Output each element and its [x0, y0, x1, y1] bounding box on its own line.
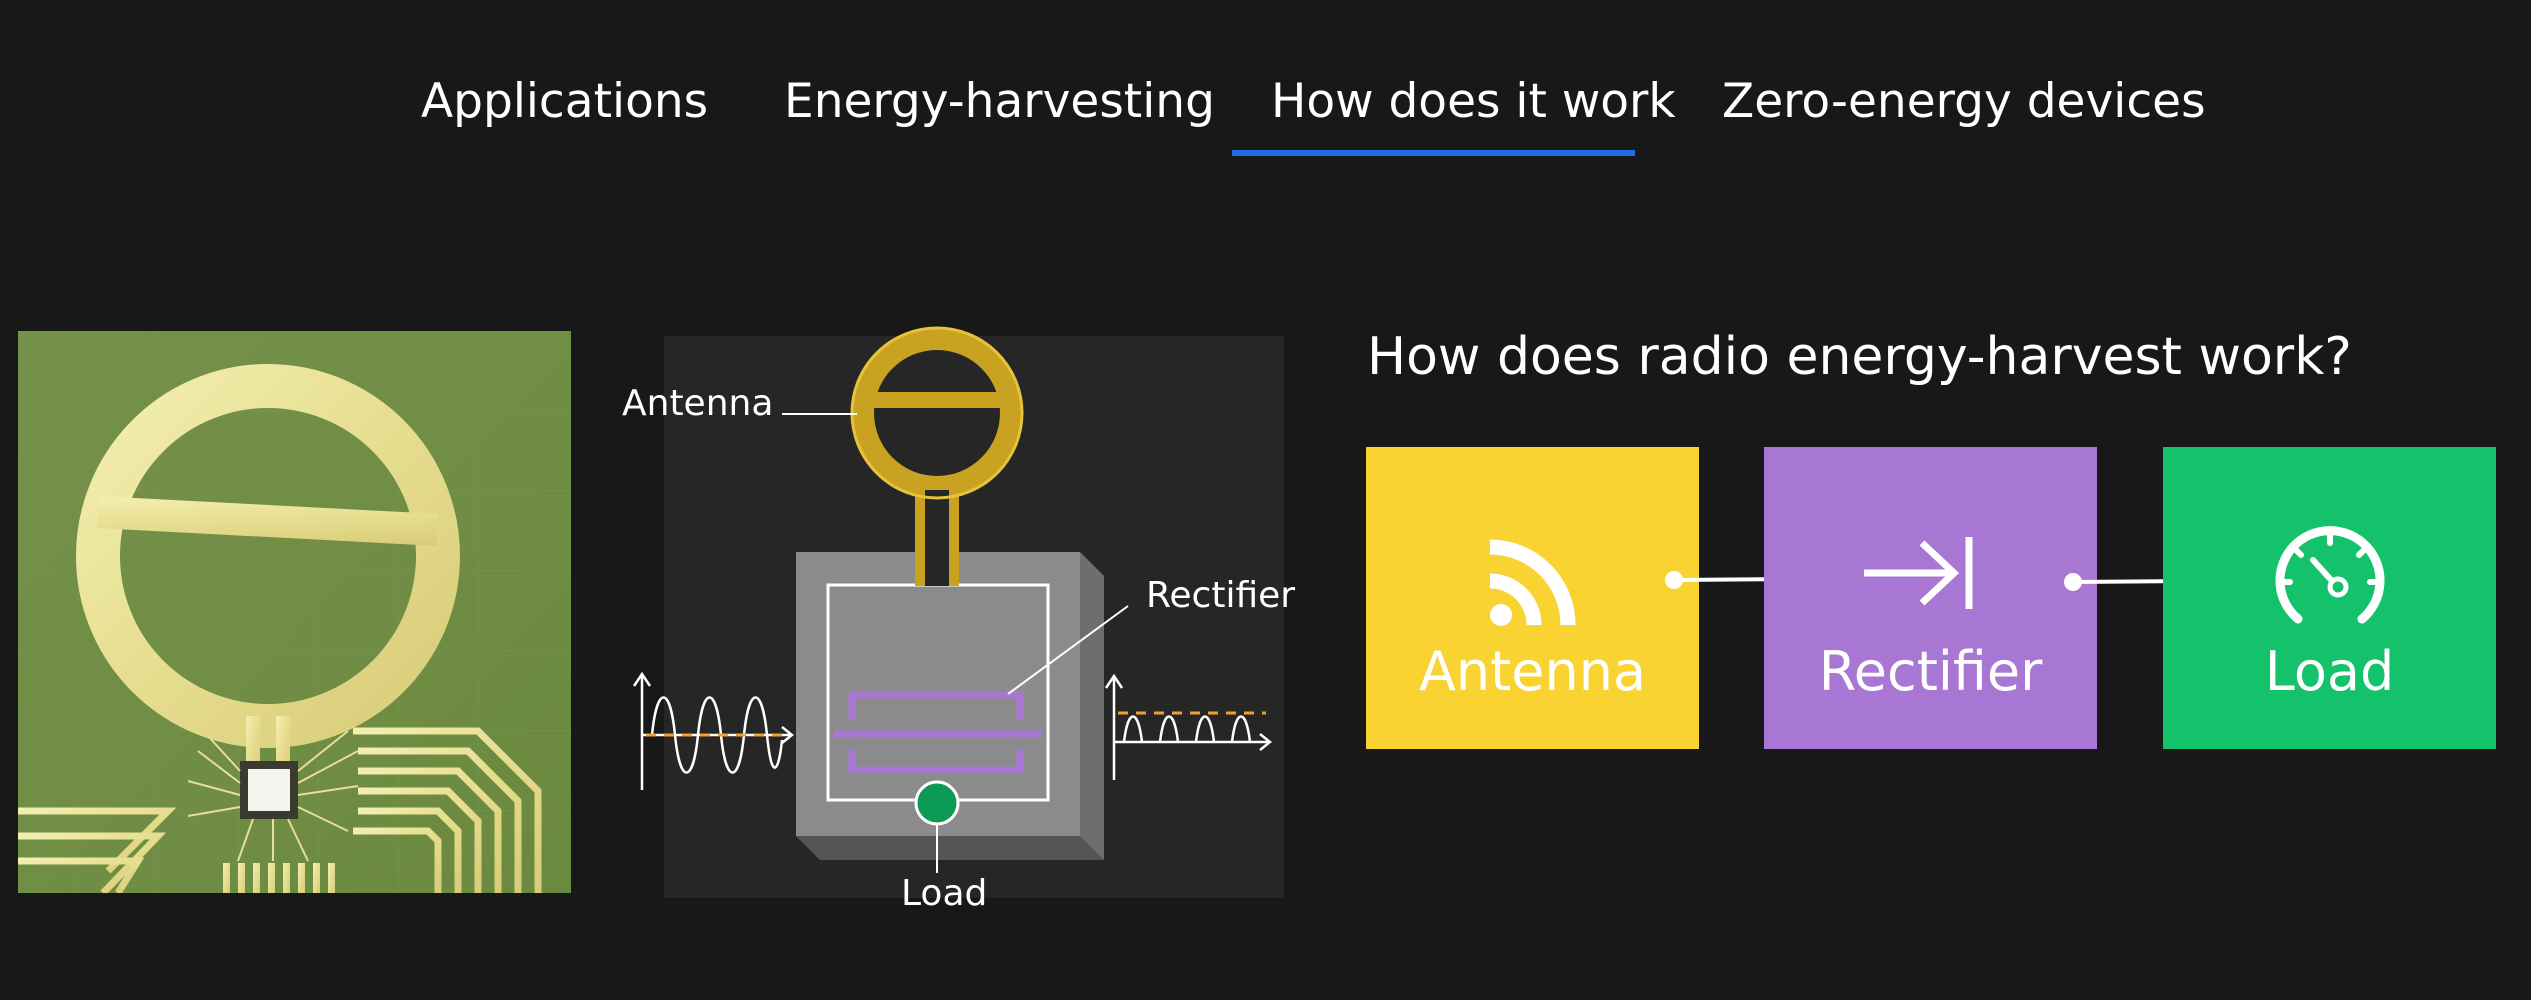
- rectifier-label: Rectifier: [1146, 575, 1296, 616]
- tab-applications[interactable]: Applications: [421, 74, 709, 129]
- antenna-block: Antenna: [1366, 447, 1699, 749]
- harvester-schematic: Antenna Rectifier Load: [612, 310, 1312, 914]
- antenna-label: Antenna: [622, 383, 774, 424]
- active-tab-indicator: [1232, 150, 1635, 156]
- load-block-label: Load: [2264, 640, 2395, 703]
- rectifier-block: Rectifier: [1764, 447, 2097, 749]
- rectifier-block-label: Rectifier: [1818, 640, 2043, 703]
- antenna-block-label: Antenna: [1418, 640, 1647, 703]
- tab-energy-harvesting[interactable]: Energy-harvesting: [784, 74, 1215, 129]
- gauge-icon: [2163, 517, 2496, 627]
- load-block: Load: [2163, 447, 2496, 749]
- wifi-icon: [1366, 517, 1699, 627]
- load-label: Load: [901, 873, 988, 914]
- section-heading: How does radio energy-harvest work?: [1367, 327, 2352, 387]
- tab-zero-energy-devices[interactable]: Zero-energy devices: [1722, 74, 2206, 129]
- rectifier-icon: [1764, 517, 2097, 627]
- tab-bar: Applications Energy-harvesting How does …: [0, 0, 2531, 170]
- chip-antenna-photo: [18, 331, 571, 893]
- tab-how-does-it-work[interactable]: How does it work: [1271, 74, 1676, 129]
